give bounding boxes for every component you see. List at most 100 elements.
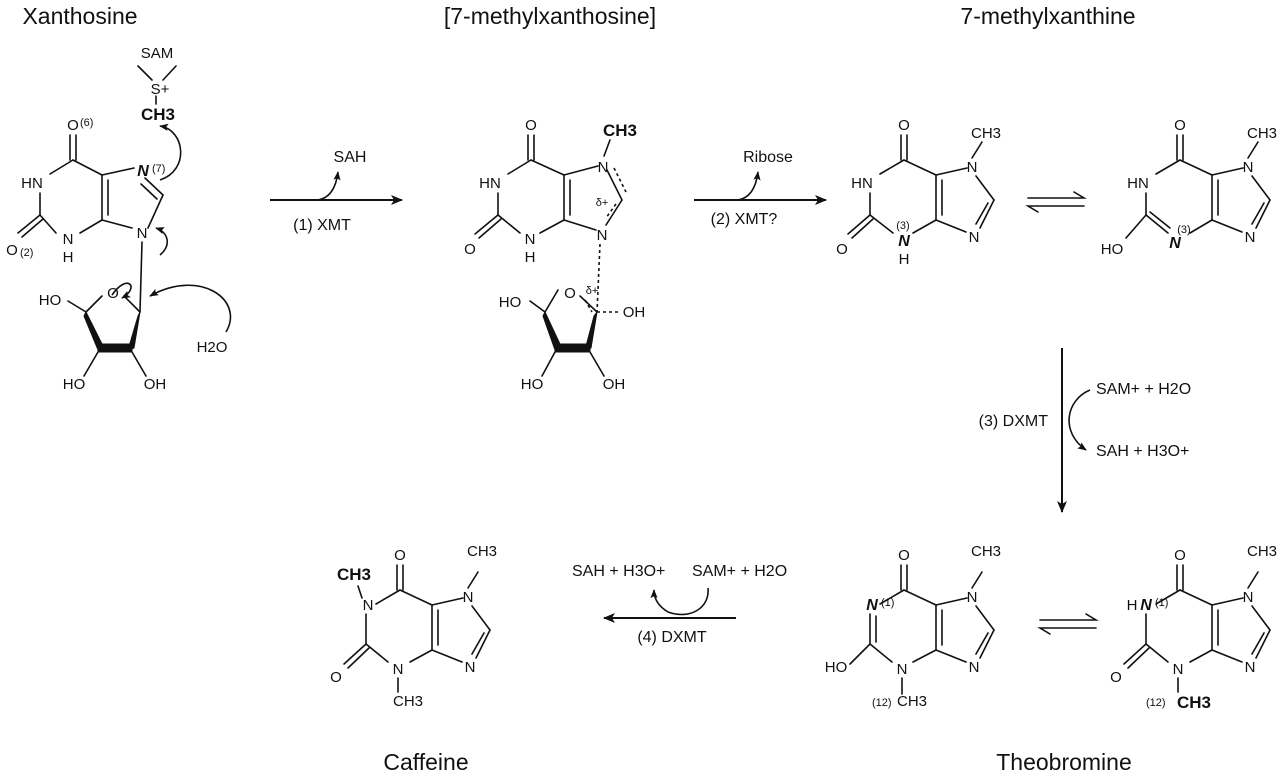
atom-n-9: N <box>597 227 608 244</box>
step4-output: SAH + H3O+ <box>572 563 665 580</box>
atom-n-1: N <box>363 597 374 614</box>
atom-h: H <box>899 251 910 268</box>
reaction-step-4: SAH + H3O+ SAM+ + H2O (4) DXMT <box>572 563 787 646</box>
step4-enzyme: (4) DXMT <box>637 629 707 646</box>
partial-charge: δ+ <box>596 197 609 209</box>
position-7: (7) <box>152 163 165 175</box>
step3-output: SAH + H3O+ <box>1096 443 1189 460</box>
position-2: (2) <box>20 247 33 259</box>
atom-ch3: CH3 <box>971 543 1001 560</box>
equilibrium-arrows-bottom <box>1037 613 1099 635</box>
label-water: H2O <box>197 339 228 356</box>
position-1: (1) <box>1155 597 1168 609</box>
atom-ho: HO <box>1101 241 1124 258</box>
atom-o: O <box>464 241 476 258</box>
atom-ho: HO <box>521 376 544 393</box>
atom-o: O <box>67 117 79 134</box>
molecule-7-methylxanthine-keto: O HN O (3) N H N CH3 N <box>836 117 1001 268</box>
position-1: (1) <box>881 597 894 609</box>
step4-input: SAM+ + H2O <box>692 563 787 580</box>
atom-n-3: N <box>393 661 404 678</box>
atom-o: O <box>525 117 537 134</box>
atom-oh: OH <box>603 376 626 393</box>
position-6: (6) <box>80 117 93 129</box>
reaction-step-1: SAH (1) XMT <box>270 149 403 234</box>
atom-o: O <box>836 241 848 258</box>
equilibrium-arrows-top <box>1025 191 1087 213</box>
title-caffeine: Caffeine <box>383 749 468 773</box>
atom-n-7: N <box>463 589 474 606</box>
atom-n-9: N <box>1245 659 1256 676</box>
molecule-7-methylxanthine-enol: O HN HO (3) N N CH3 N <box>1101 117 1277 258</box>
position-3: (3) <box>1177 224 1190 236</box>
atom-ch3: CH3 <box>1247 543 1277 560</box>
partial-charge: δ+ <box>586 285 599 297</box>
molecule-7-methylxanthosine: O HN O N H N CH3 δ+ N O δ+ HO OH HO OH <box>464 117 645 393</box>
atom-ch3: CH3 <box>971 125 1001 142</box>
atom-n-7: N <box>1243 159 1254 176</box>
atom-n: N <box>63 231 74 248</box>
atom-n-7: N <box>967 589 978 606</box>
reaction-step-2: Ribose (2) XMT? <box>694 149 827 228</box>
atom-n-9: N <box>969 229 980 246</box>
atom-s-plus: S+ <box>151 81 170 98</box>
molecule-caffeine: O CH3 N O N CH3 N CH3 N <box>330 543 497 710</box>
atom-ho: HO <box>825 659 848 676</box>
atom-o: O <box>394 547 406 564</box>
atom-n-9: N <box>969 659 980 676</box>
atom-n-9: N <box>137 225 148 242</box>
step3-input: SAM+ + H2O <box>1096 381 1191 398</box>
title-7-methylxanthosine: [7-methylxanthosine] <box>444 3 656 29</box>
atom-o: O <box>898 547 910 564</box>
atom-hn: HN <box>21 175 43 192</box>
atom-n-7: N <box>967 159 978 176</box>
atom-ho: HO <box>63 376 86 393</box>
atom-hn: HN <box>1127 175 1149 192</box>
position-12: (12) <box>1146 697 1166 709</box>
title-7-methylxanthine: 7-methylxanthine <box>960 3 1135 29</box>
atom-n-3-bold: N <box>898 233 910 250</box>
atom-o: O <box>6 242 18 259</box>
methyl-group-bold: CH3 <box>141 105 175 124</box>
atom-n-7: N <box>598 159 609 176</box>
label-sam: SAM <box>141 45 174 62</box>
atom-oh: OH <box>144 376 167 393</box>
atom-o: O <box>330 669 342 686</box>
atom-n-7: N <box>137 163 149 180</box>
atom-n-9: N <box>1245 229 1256 246</box>
atom-ho: HO <box>39 292 62 309</box>
atom-ch3: CH3 <box>897 693 927 710</box>
atom-n-9: N <box>465 659 476 676</box>
atom-o: O <box>898 117 910 134</box>
atom-h: H <box>63 249 74 266</box>
title-xanthosine: Xanthosine <box>22 3 137 29</box>
methyl-group-bold: CH3 <box>337 565 371 584</box>
atom-o-ring: O <box>107 285 119 302</box>
atom-hn: HN <box>851 175 873 192</box>
reaction-step-3: SAM+ + H2O SAH + H3O+ (3) DXMT <box>979 348 1191 513</box>
methyl-group-bold: CH3 <box>603 121 637 140</box>
atom-n-3: N <box>1173 661 1184 678</box>
atom-n-3: N <box>897 661 908 678</box>
atom-o: O <box>1174 117 1186 134</box>
step1-enzyme: (1) XMT <box>293 217 351 234</box>
atom-ch3: CH3 <box>1247 125 1277 142</box>
atom-n-7: N <box>1243 589 1254 606</box>
atom-n-1-bold: N <box>1140 597 1152 614</box>
atom-n-1-bold: N <box>866 597 878 614</box>
molecule-theobromine-keto: O H N (1) O N (12) CH3 N CH3 N <box>1110 543 1277 712</box>
atom-o-ring: O <box>564 285 576 302</box>
methyl-group-bold: CH3 <box>1177 693 1211 712</box>
step3-enzyme: (3) DXMT <box>979 413 1049 430</box>
step1-byproduct: SAH <box>334 149 367 166</box>
atom-o: O <box>1174 547 1186 564</box>
atom-h-bold: H <box>1127 597 1138 614</box>
atom-n: N <box>525 231 536 248</box>
position-12: (12) <box>872 697 892 709</box>
atom-n-3-bold: N <box>1169 235 1181 252</box>
atom-ho: HO <box>499 294 522 311</box>
molecule-theobromine-enol: O N (1) HO N (12) CH3 N CH3 N <box>825 543 1001 710</box>
position-3: (3) <box>896 220 909 232</box>
atom-ch3: CH3 <box>393 693 423 710</box>
